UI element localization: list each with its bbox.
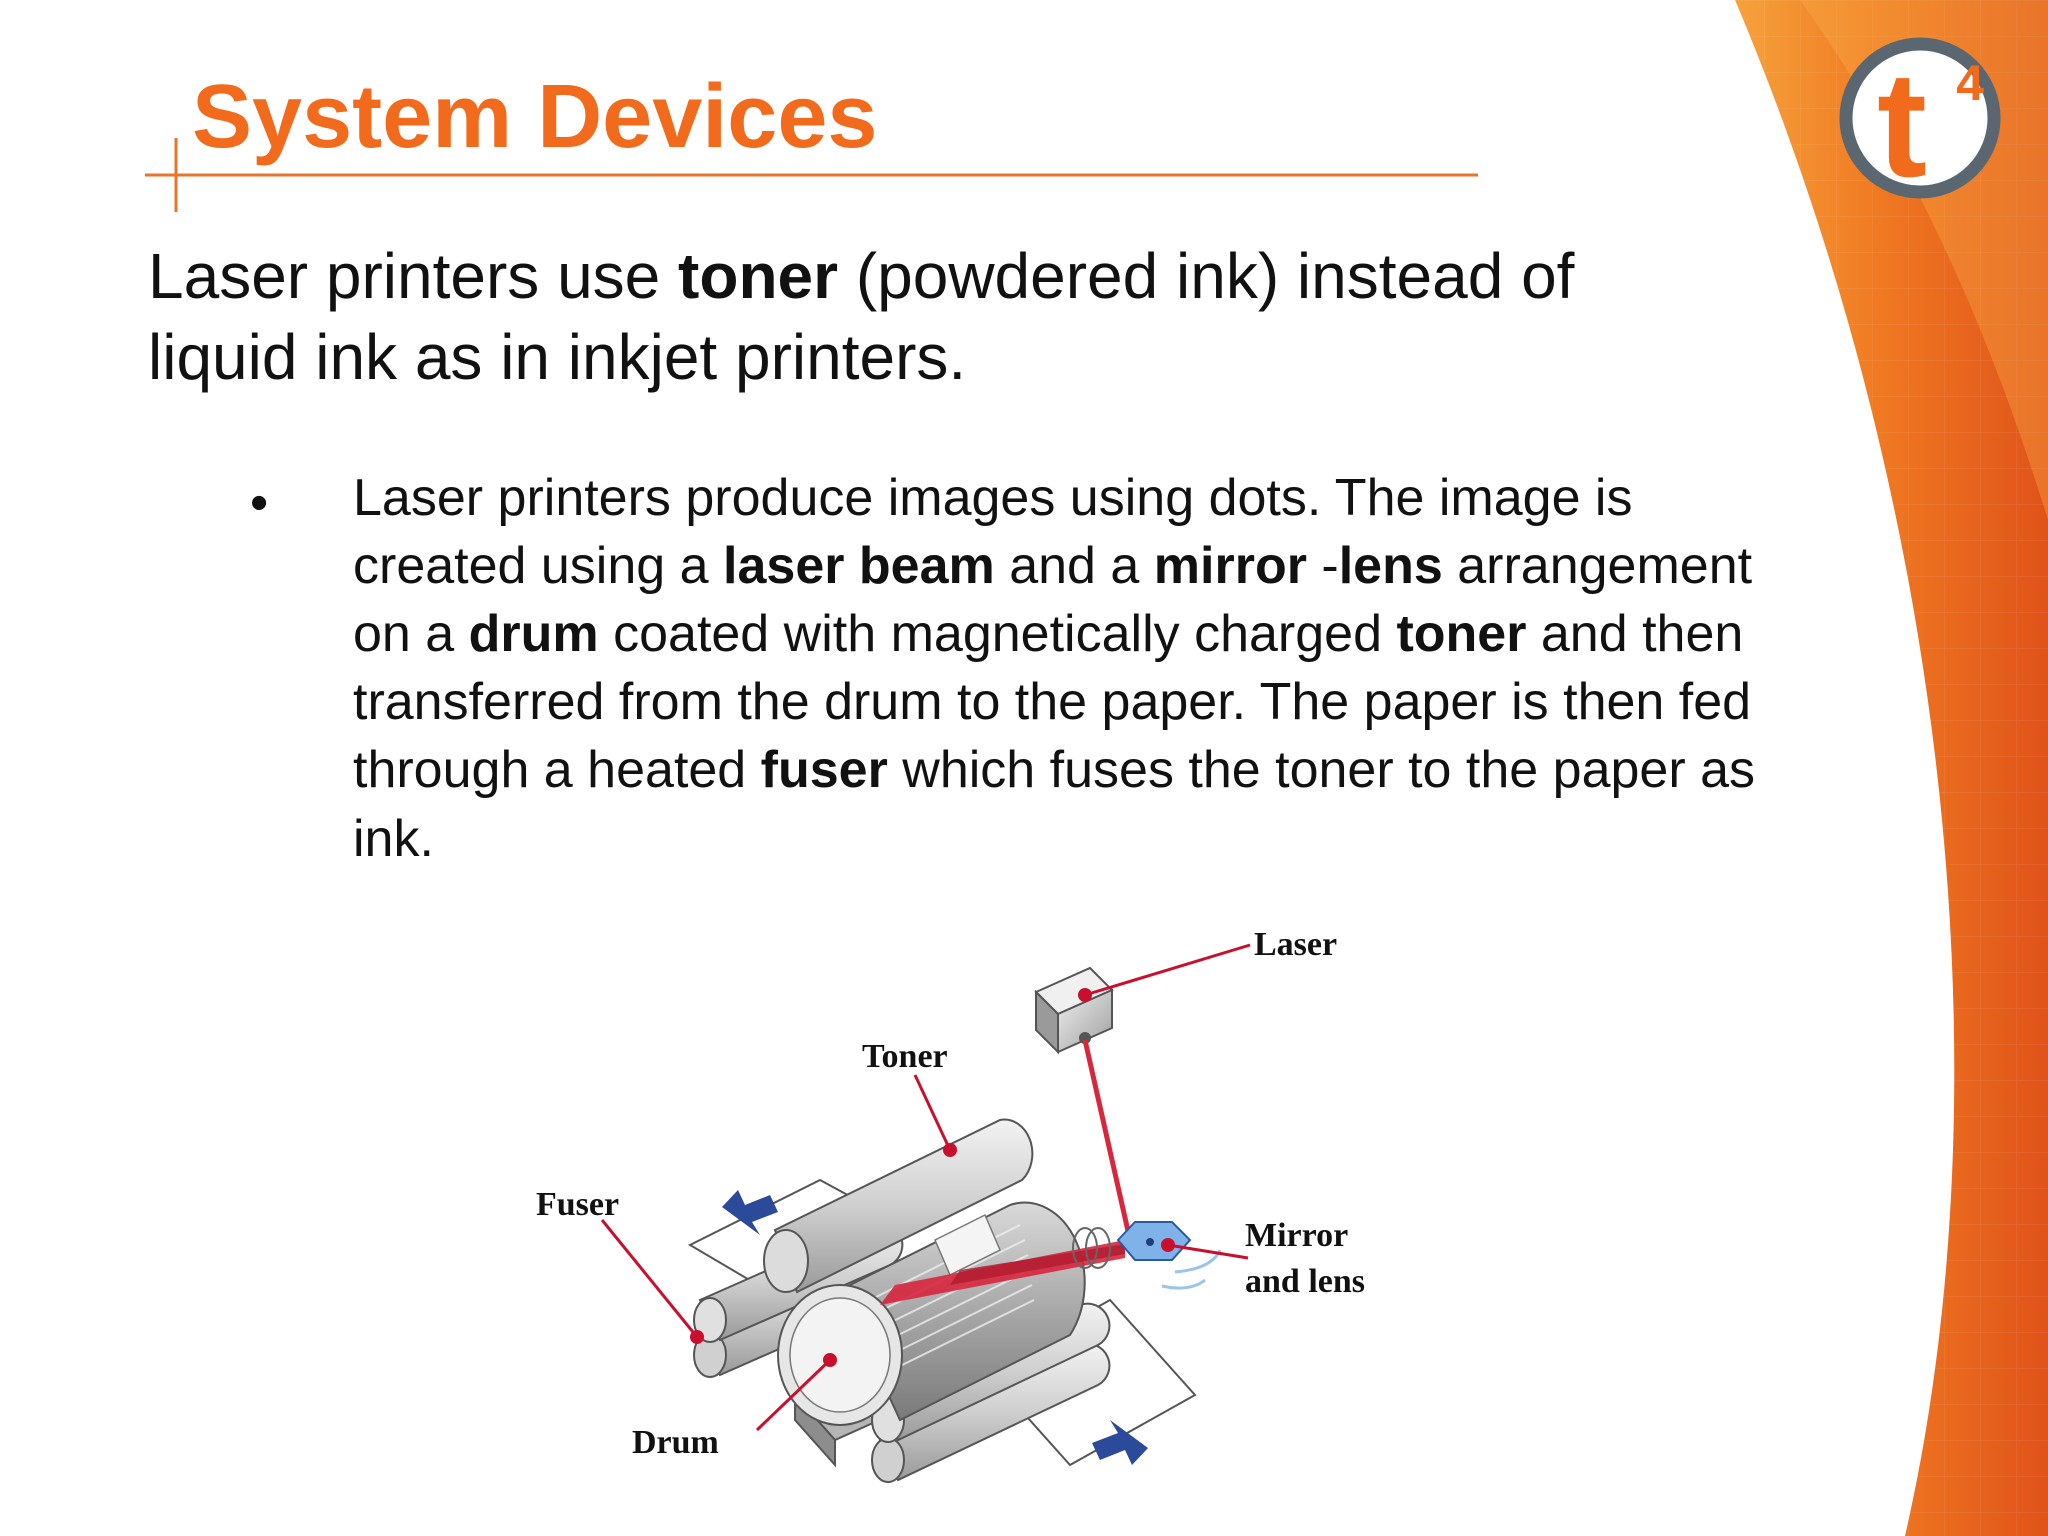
t4-logo: t 4	[1839, 37, 2001, 208]
label-fuser: Fuser	[536, 1186, 620, 1223]
slide-title: System Devices	[192, 67, 878, 167]
bullet-seg-3: mirror	[1153, 537, 1307, 596]
drum-cylinder	[777, 1201, 1086, 1426]
bullet-seg-5: lens	[1338, 537, 1443, 596]
label-drum: Drum	[632, 1424, 719, 1461]
intro-paragraph: Laser printers use toner (powdered ink) …	[148, 236, 1708, 399]
bullet-seg-8: coated with magnetically charged	[598, 605, 1397, 664]
bullet-seg-1: laser beam	[723, 537, 995, 596]
toner-roller	[763, 1118, 1034, 1294]
bullet-seg-11: fuser	[760, 741, 888, 800]
intro-text-1: Laser printers use	[148, 240, 679, 312]
leader-lines	[600, 943, 1251, 1432]
intro-bold-toner: toner	[678, 240, 839, 312]
label-mirror-and-lens: Mirror and lens	[1245, 1213, 1365, 1305]
bullet-seg-4: -	[1306, 537, 1339, 596]
label-mirror-line1: Mirror	[1245, 1217, 1349, 1254]
laser-beam	[1082, 1039, 1133, 1241]
logo-superscript: 4	[1956, 55, 1984, 111]
intro-text-2: (powdered ink) instead of liquid ink as …	[148, 240, 1575, 394]
bullet-seg-9: toner	[1396, 605, 1527, 664]
bullet-seg-6: arrangement on a	[353, 537, 1753, 664]
bullet-seg-7: drum	[468, 605, 599, 664]
bullet-marker: •	[250, 474, 269, 532]
bullet-seg-12: which fuses the toner to the paper as in…	[353, 741, 1756, 868]
paper-in-arrow	[1092, 1420, 1148, 1465]
label-laser: Laser	[1254, 926, 1338, 963]
laser-unit	[1034, 966, 1114, 1055]
bullet-seg-10: and then transferred from the drum to th…	[353, 605, 1752, 800]
bullet-paragraph: Laser printers produce images using dots…	[353, 464, 1813, 873]
logo-t-letter: t	[1877, 40, 1927, 208]
rotating-mirror	[1116, 1221, 1222, 1290]
paper-out-arrow	[722, 1190, 778, 1235]
bullet-seg-2: and a	[994, 537, 1154, 596]
label-mirror-line2: and lens	[1245, 1262, 1365, 1300]
label-toner: Toner	[862, 1038, 948, 1075]
bullet-seg-0: Laser printers produce images using dots…	[353, 469, 1633, 596]
